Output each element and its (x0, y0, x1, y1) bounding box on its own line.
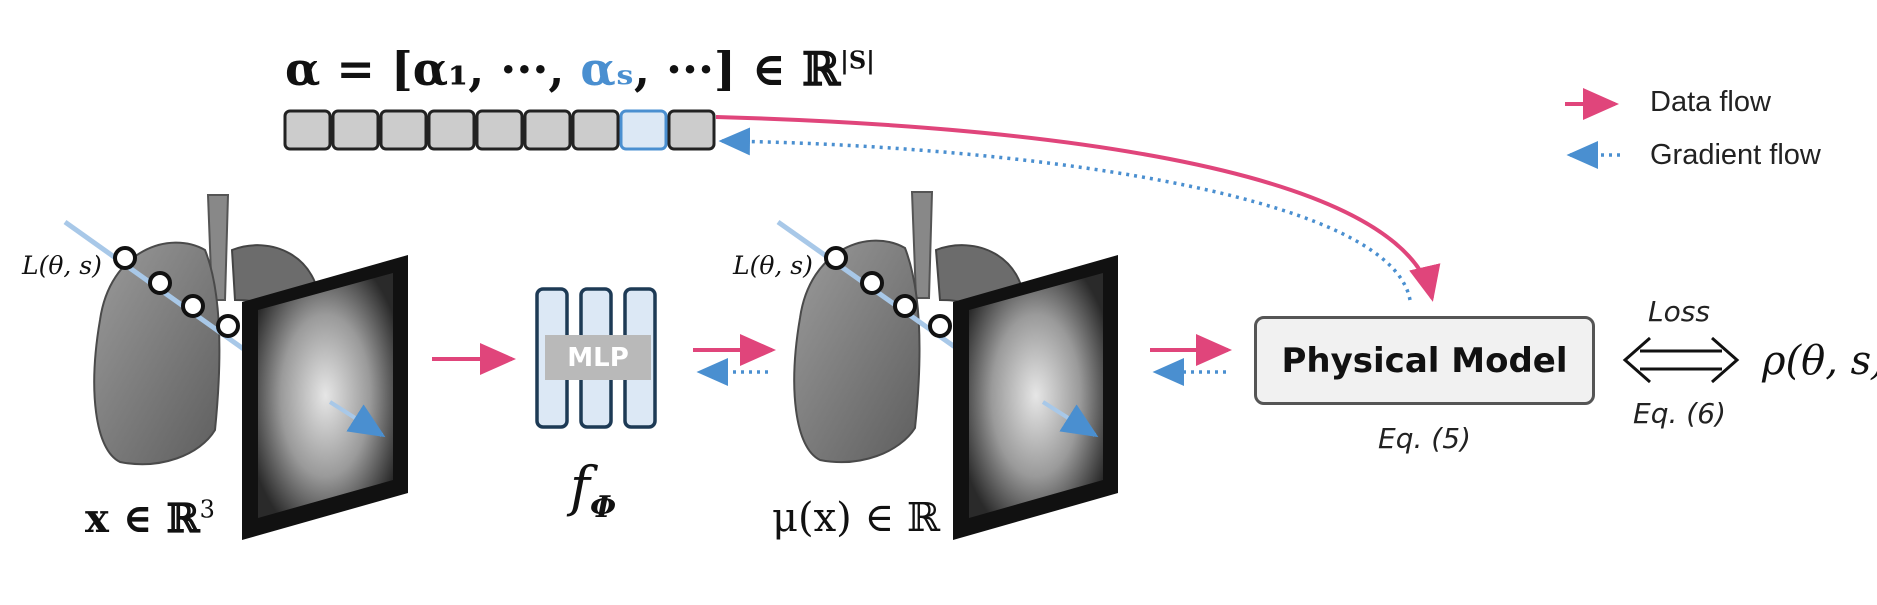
left-coord-text: x ∈ ℝ (85, 495, 200, 542)
alpha-cell (427, 109, 476, 151)
legend-gradient-flow-label: Gradient flow (1650, 139, 1821, 171)
mlp-func-sub: Φ (590, 489, 617, 525)
lung-icon (910, 191, 934, 299)
ray-exit-arrow (1041, 400, 1099, 438)
alpha-cell-highlighted (619, 109, 668, 151)
mlp-function-label: fΦ (570, 455, 616, 525)
xray-image (258, 273, 393, 518)
left-coord-label: x ∈ ℝ3 (85, 495, 215, 542)
alpha-to-physical-data-arrow (715, 115, 1441, 302)
alpha-eq-left: α = [α₁, ···, (285, 42, 581, 96)
mid-ray-label: L(θ, s) (733, 251, 813, 280)
sample-point (824, 246, 848, 270)
loss-eq: Eq. (6) (1633, 397, 1726, 430)
sample-point (148, 271, 172, 295)
alpha-eq-highlight: αₛ (580, 42, 634, 96)
lung-icon (793, 239, 921, 464)
alpha-cell (331, 109, 380, 151)
alpha-cell (475, 109, 524, 151)
alpha-cell (667, 109, 716, 151)
sample-point (860, 271, 884, 295)
alpha-cell (379, 109, 428, 151)
alpha-cell (283, 109, 332, 151)
mid-volume (776, 191, 1118, 540)
xray-image (969, 273, 1103, 518)
legend-data-flow-label: Data flow (1650, 86, 1771, 118)
ray-exit-arrow (328, 400, 386, 438)
alpha-cell (571, 109, 620, 151)
sample-point (181, 294, 205, 318)
left-volume (63, 194, 408, 540)
alpha-vector-cells (283, 109, 716, 151)
alpha-cell (523, 109, 572, 151)
sample-point (893, 294, 917, 318)
mlp-func: f (570, 455, 590, 518)
loss-label: Loss (1648, 295, 1710, 328)
left-coord-sup: 3 (199, 495, 215, 524)
physical-model-box: Physical Model (1254, 316, 1595, 405)
double-arrow-icon (1622, 336, 1740, 384)
target-rho: ρ(θ, s) (1762, 338, 1877, 384)
sample-point (928, 314, 952, 338)
mid-field-label: μ(x) ∈ ℝ (772, 495, 941, 541)
left-ray-label: L(θ, s) (22, 251, 102, 280)
alpha-equation: α = [α₁, ···, αₛ, ···] ∈ ℝ|S| (285, 42, 875, 96)
alpha-eq-right: , ···] ∈ ℝ (633, 42, 841, 96)
mlp-label: MLP (545, 335, 651, 380)
sample-point (216, 314, 240, 338)
alpha-eq-sup: |S| (840, 45, 875, 75)
sample-point (113, 246, 137, 270)
physical-model-eq: Eq. (5) (1378, 422, 1471, 455)
